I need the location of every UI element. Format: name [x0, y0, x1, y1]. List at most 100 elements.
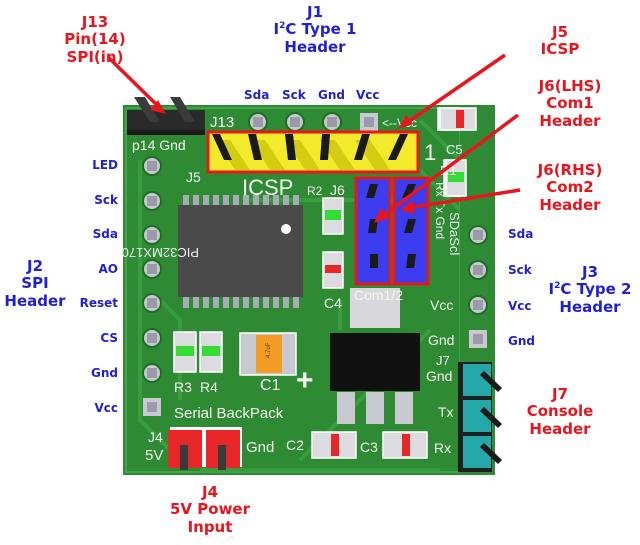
- annotation-j2-line2: SPI: [21, 274, 49, 293]
- j3-pin-label: Sda: [508, 227, 534, 241]
- j13-header: [127, 97, 205, 135]
- silk-5v: 5V: [145, 447, 163, 464]
- j2-pin-label: Sda: [92, 227, 118, 241]
- annotation-j2: J2 SPI Header: [0, 257, 70, 310]
- annotation-j5-line2: ICSP: [540, 40, 580, 59]
- j2-pin-label: LED: [92, 158, 118, 172]
- j7-console-header: [458, 362, 502, 472]
- arrow-j13: [106, 55, 162, 110]
- annotation-j5: J5 ICSP: [510, 23, 610, 59]
- j2-pads: [142, 156, 162, 416]
- j2-pin-label: Sck: [94, 193, 118, 207]
- annotation-j3-title: J3: [581, 263, 599, 281]
- j1-pin-label: Sda: [244, 88, 270, 102]
- annotation-j13: J13 Pin(14) SPI(in): [30, 13, 160, 66]
- j3-i-text: I: [548, 280, 555, 299]
- arrow-j6-lhs: [378, 113, 520, 220]
- j2-pin-label: Gnd: [91, 366, 118, 380]
- chip-label: PIC32MX170: [122, 245, 199, 260]
- silk-r3: R3: [174, 379, 192, 395]
- j1-type-text: C Type 1: [285, 20, 357, 39]
- c4-capacitor: [322, 251, 344, 289]
- j2-pin-label: AO: [98, 262, 119, 276]
- silk-j7: J7: [436, 353, 450, 368]
- j2-pin-label: Reset: [79, 296, 118, 310]
- silk-r2: R2: [307, 184, 323, 198]
- annotation-j6-rhs-line2: Com2: [546, 178, 594, 197]
- annotation-j6-lhs-line2: Com1: [546, 94, 594, 113]
- silk-j13: J13: [210, 114, 234, 131]
- c1-capacitor: [239, 332, 297, 376]
- annotation-j4-title: J4: [201, 483, 219, 501]
- annotation-arrows: [106, 53, 521, 220]
- r3-r4-resistors: [173, 331, 223, 373]
- silk-sdascl: SDaScl: [447, 212, 462, 255]
- annotation-j3-line2: I2C Type 2: [535, 281, 640, 298]
- annotation-j7-title: J7: [551, 385, 569, 403]
- annotation-j6-rhs-title: J6(RHS): [537, 161, 603, 179]
- j1-i-text: I: [273, 20, 280, 39]
- silk-r1: R1: [440, 163, 457, 178]
- arrow-j6-rhs: [407, 188, 521, 210]
- j1-pin-label: Vcc: [356, 88, 380, 102]
- annotation-j1-line3: Header: [284, 37, 346, 56]
- arrowhead-j6-rhs: [400, 200, 414, 214]
- c3-capacitor: [382, 431, 428, 459]
- j4-power-header: [168, 427, 242, 470]
- annotation-j6-lhs-line3: Header: [539, 111, 601, 130]
- arrowhead-j6-lhs: [374, 208, 389, 223]
- annotation-j1: J1 I2C Type 1 Header: [240, 3, 390, 56]
- silk-board-name: Serial BackPack: [174, 405, 284, 422]
- j1-pads: [248, 112, 378, 132]
- j3-type-text: C Type 2: [560, 280, 632, 299]
- j3-pin-label: Gnd: [508, 334, 535, 348]
- silk-rx-tx-gnd: Rx Tx Gnd: [433, 182, 447, 239]
- arrowhead-j5: [398, 115, 413, 129]
- silk-rx: Rx: [434, 440, 451, 456]
- silk-icsp: ICSP: [242, 175, 293, 200]
- annotation-j3-line3: Header: [559, 297, 621, 316]
- arrow-j5: [404, 53, 506, 126]
- silk-c1: C1: [260, 377, 281, 394]
- annotation-j4-line3: Input: [187, 517, 233, 536]
- pic32-chip: [178, 195, 303, 308]
- annotation-j4: J4 5V Power Input: [150, 483, 270, 536]
- annotation-j1-title: J1: [306, 3, 324, 21]
- silk-c3: C3: [360, 439, 378, 455]
- silk-j4-gnd: Gnd: [246, 439, 274, 456]
- silk-j4: J4: [148, 429, 163, 445]
- annotation-j4-line2: 5V Power: [170, 500, 250, 519]
- silk-p14-gnd: p14 Gnd: [132, 137, 186, 153]
- j3-sup: 2: [554, 281, 561, 292]
- silk-c5: C5: [446, 142, 463, 157]
- annotation-j6-rhs-line3: Header: [539, 195, 601, 214]
- silk-plus: +: [296, 364, 314, 397]
- annotation-j1-line2: I2C Type 1: [240, 21, 390, 38]
- annotation-j6-rhs: J6(RHS) Com2 Header: [510, 161, 630, 214]
- annotation-j3: J3 I2C Type 2 Header: [535, 263, 640, 316]
- annotation-j7-line3: Header: [529, 419, 591, 438]
- silk-com12: Com1/2: [354, 287, 403, 303]
- silk-vcc: Vcc: [430, 297, 453, 313]
- c2-capacitor: [311, 431, 357, 459]
- silk-j5: J5: [186, 169, 201, 185]
- silk-c4: C4: [324, 295, 342, 311]
- j2-pin-label: Vcc: [94, 401, 118, 415]
- silk-tx: Tx: [438, 404, 454, 420]
- silk-r4: R4: [200, 379, 218, 395]
- r2-resistor: [322, 197, 344, 235]
- annotation-j13-line2: Pin(14): [64, 30, 126, 49]
- annotation-j6-lhs: J6(LHS) Com1 Header: [510, 77, 630, 130]
- silk-c2: C2: [286, 437, 304, 453]
- annotation-j6-lhs-title: J6(LHS): [538, 77, 602, 95]
- j1-pin-label: Sck: [282, 88, 306, 102]
- annotation-j7-line2: Console: [526, 402, 594, 421]
- silk-j7-gnd: Gnd: [426, 368, 452, 384]
- voltage-regulator: [330, 288, 420, 424]
- cap-value: 4.7uF: [266, 342, 272, 358]
- arrow-heads: [150, 100, 414, 223]
- j5-icsp-header: [206, 130, 420, 174]
- silk-gnd: Gnd: [428, 332, 454, 348]
- annotation-j13-title: J13: [81, 13, 109, 31]
